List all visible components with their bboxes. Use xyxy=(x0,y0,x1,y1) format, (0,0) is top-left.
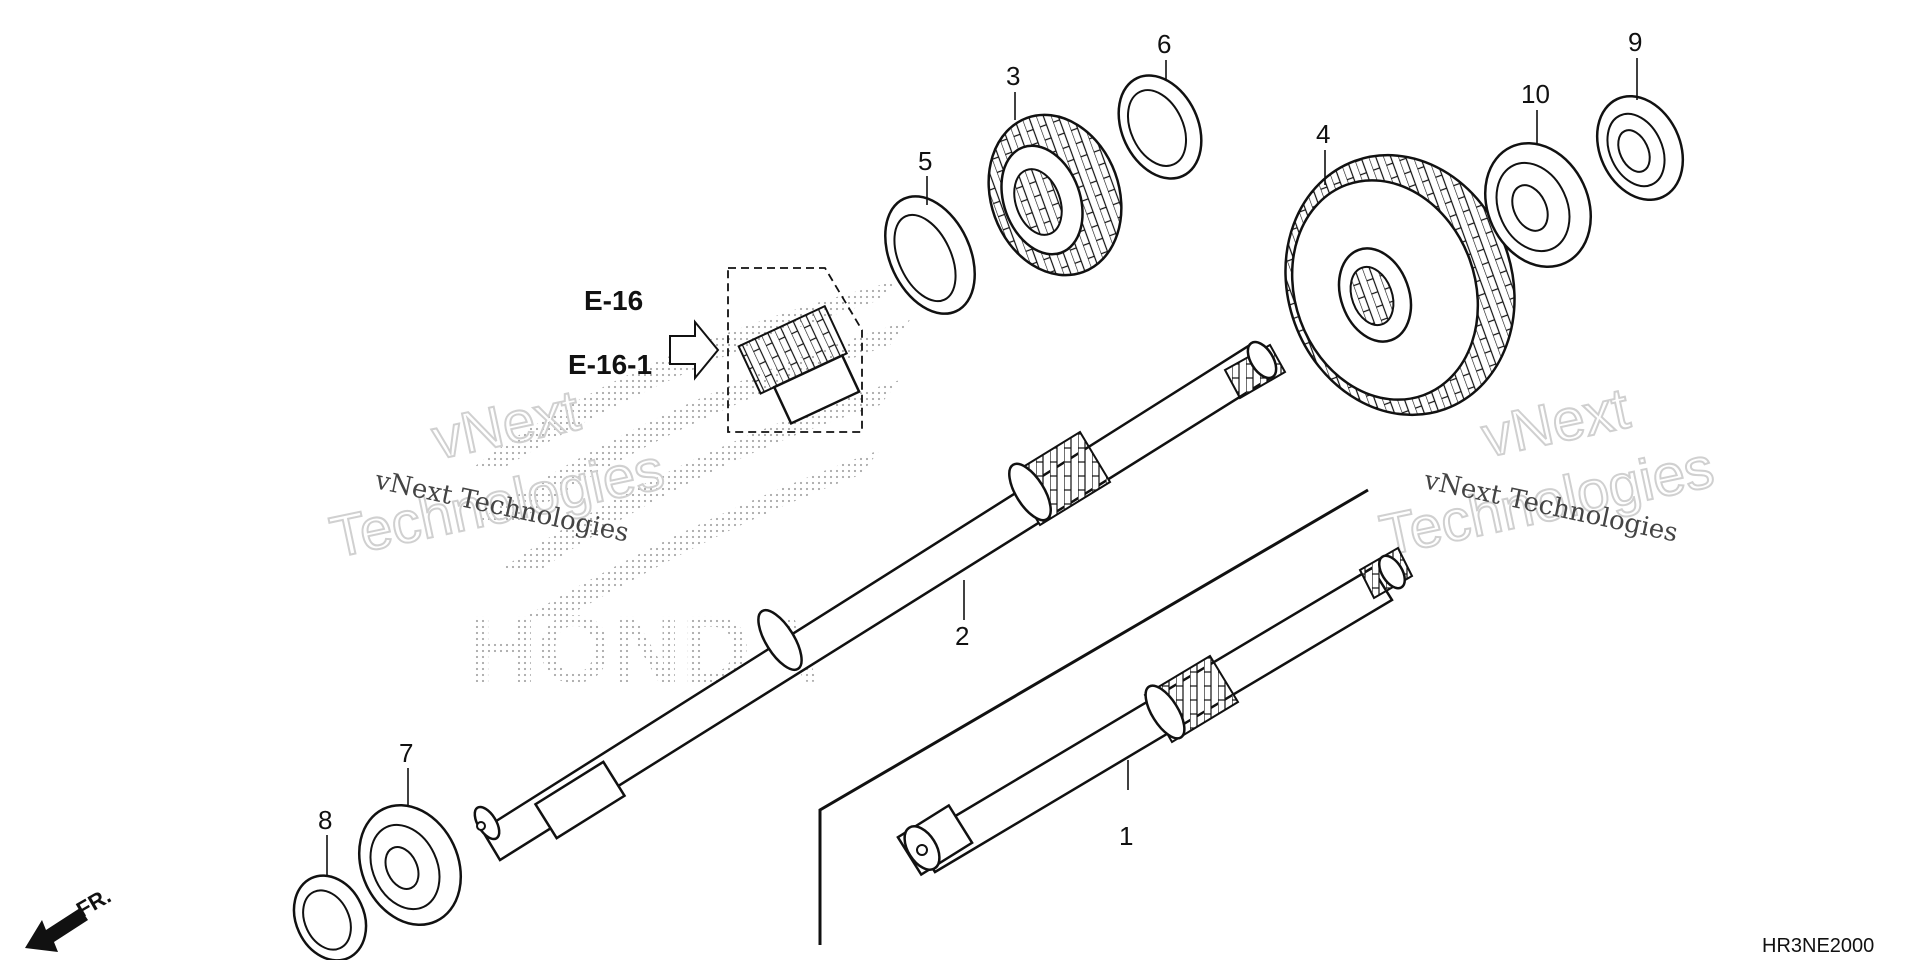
callout-6[interactable]: 6 xyxy=(1157,29,1171,59)
reference-label-e16-1[interactable]: E-16-1 xyxy=(568,349,652,380)
callout-4[interactable]: 4 xyxy=(1316,119,1330,149)
part-2-shaft xyxy=(473,340,1287,862)
part-9-seal xyxy=(1595,94,1685,202)
callout-9[interactable]: 9 xyxy=(1628,27,1642,57)
callout-2[interactable]: 2 xyxy=(955,621,969,651)
front-arrow-icon xyxy=(25,908,88,952)
callout-1[interactable]: 1 xyxy=(1119,821,1133,851)
diagram-code: HR3NE2000 xyxy=(1762,935,1874,957)
part-5-washer xyxy=(884,195,976,315)
part-4-gear xyxy=(1284,153,1516,417)
divider-line xyxy=(818,488,1369,945)
reference-box xyxy=(727,267,863,433)
callout-3[interactable]: 3 xyxy=(1006,61,1020,91)
callout-7[interactable]: 7 xyxy=(399,738,413,768)
part-1-shaft xyxy=(896,546,1414,877)
leader-lines xyxy=(326,58,1638,875)
reference-arrow-icon xyxy=(669,319,720,381)
part-6-washer xyxy=(1117,74,1203,180)
part-8-seal xyxy=(292,874,368,960)
callout-8[interactable]: 8 xyxy=(318,805,332,835)
part-7-bearing xyxy=(357,804,463,926)
reference-label-e16[interactable]: E-16 xyxy=(584,285,643,316)
callout-5[interactable]: 5 xyxy=(918,146,932,176)
part-10-bearing xyxy=(1483,142,1593,268)
part-3-gear xyxy=(987,113,1123,277)
callout-10[interactable]: 10 xyxy=(1521,79,1550,109)
